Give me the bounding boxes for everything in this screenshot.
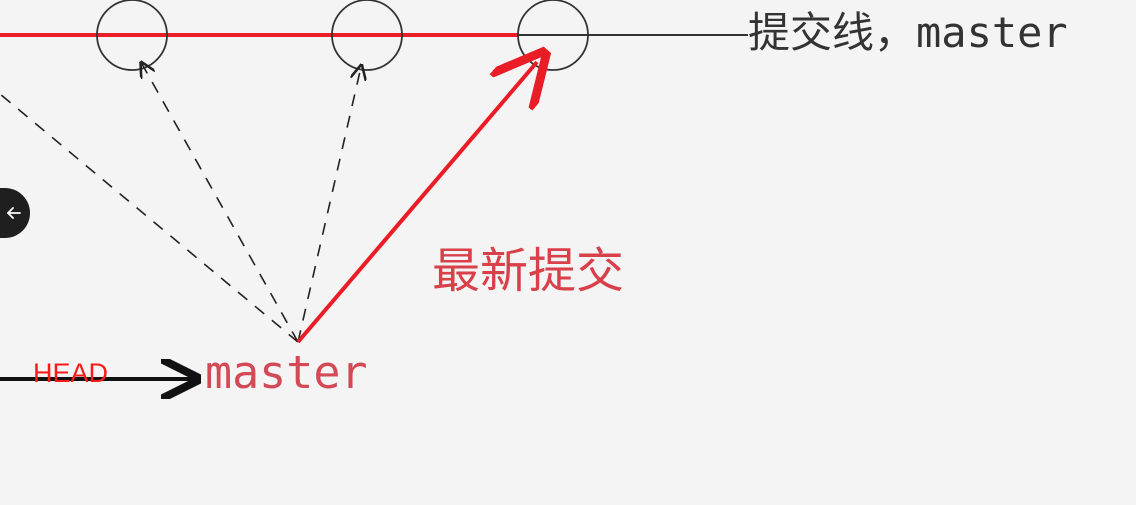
- dashed-pointer-older: [0, 93, 299, 343]
- head-label: HEAD: [33, 358, 109, 388]
- latest-commit-arrow: [296, 62, 537, 344]
- latest-commit-label: 最新提交: [432, 243, 625, 299]
- commit-line-label: 提交线，master: [748, 8, 1068, 57]
- master-label: master: [205, 346, 368, 399]
- left-arrow-icon: [7, 207, 21, 219]
- commit-node-1: [96, 0, 168, 71]
- dashed-pointer-commit-1: [142, 64, 299, 343]
- dashed-pointer-commit-2: [297, 67, 361, 343]
